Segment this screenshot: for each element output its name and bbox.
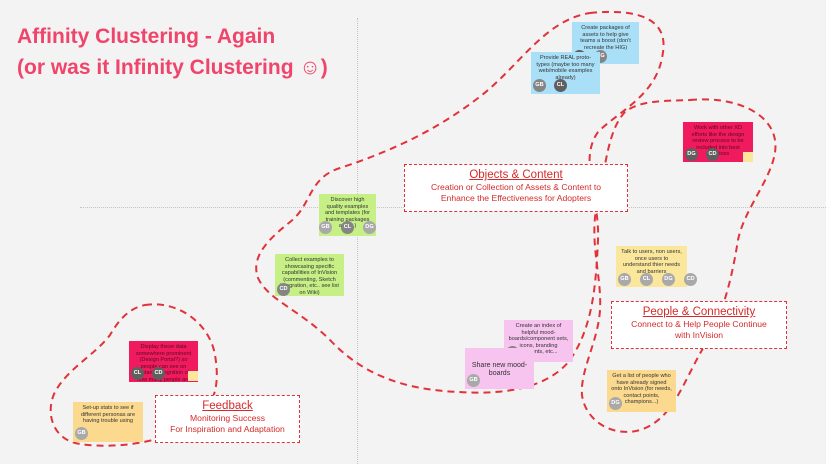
avatar: GB (75, 427, 88, 440)
avatar: CL (131, 367, 144, 380)
sticky-note-text: Talk to users, non users, once users to … (621, 249, 682, 275)
avatar: CD (152, 367, 165, 380)
sticky-note-text: Share new mood-boards (471, 362, 528, 377)
cluster-heading: People & Connectivity (642, 306, 756, 318)
title-line-2: (or was it Infinity Clustering ☺) (17, 56, 328, 79)
cluster-description: For Inspiration and Adaptation (170, 424, 285, 434)
cluster-description: with InVision (674, 330, 724, 340)
avatar: CD (277, 283, 290, 296)
objects-cluster-label: Objects & Content Creation or Collection… (404, 164, 628, 212)
avatar: GB (467, 374, 480, 387)
avatar: DG (363, 221, 376, 234)
avatar: CD (684, 273, 697, 286)
avatar: DG (685, 148, 698, 161)
sticky-note-text: Create an index of helpful mood-boards/c… (508, 323, 569, 356)
vertical-axis-line (357, 18, 358, 464)
objects-cluster-lasso (255, 10, 665, 394)
sticky-note-text: Collect examples to showcasing specific … (280, 257, 339, 296)
sticky-note-text: Get a list of people who have already si… (611, 373, 672, 406)
people-cluster-label: People & Connectivity Connect to & Help … (611, 301, 787, 349)
avatar: GB (618, 273, 631, 286)
cluster-description: Connect to & Help People Continue (631, 319, 767, 329)
cluster-description: Enhance the Effectiveness for Adopters (440, 193, 592, 203)
cluster-description: Creation or Collection of Assets & Conte… (430, 182, 602, 192)
avatar: CL (554, 79, 567, 92)
avatar: GB (533, 79, 546, 92)
avatar: CL (341, 221, 354, 234)
sticky-note-proto: Provide REAL proto-types (maybe too many… (531, 52, 600, 94)
avatar: GB (319, 221, 332, 234)
cluster-description: Monitoring Success (190, 413, 265, 423)
title-line-1: Affinity Clustering - Again (17, 25, 276, 48)
sticky-note-text: Set-up stats to see if different persona… (80, 405, 136, 425)
sticky-note-text: Create packages of assets to help give t… (580, 25, 631, 51)
note-corner-marker (188, 371, 198, 381)
avatar: CD (706, 148, 719, 161)
people-cluster-lasso (580, 98, 777, 433)
feedback-cluster-label: Feedback Monitoring Success For Inspirat… (155, 395, 300, 443)
avatar: DG (662, 273, 675, 286)
cluster-heading: Objects & Content (469, 169, 563, 181)
cluster-heading: Feedback (202, 400, 253, 412)
avatar: CL (640, 273, 653, 286)
avatar: DG (609, 397, 622, 410)
sticky-note-text: Provide REAL proto-types (maybe too many… (536, 55, 595, 81)
note-corner-marker (743, 152, 753, 162)
